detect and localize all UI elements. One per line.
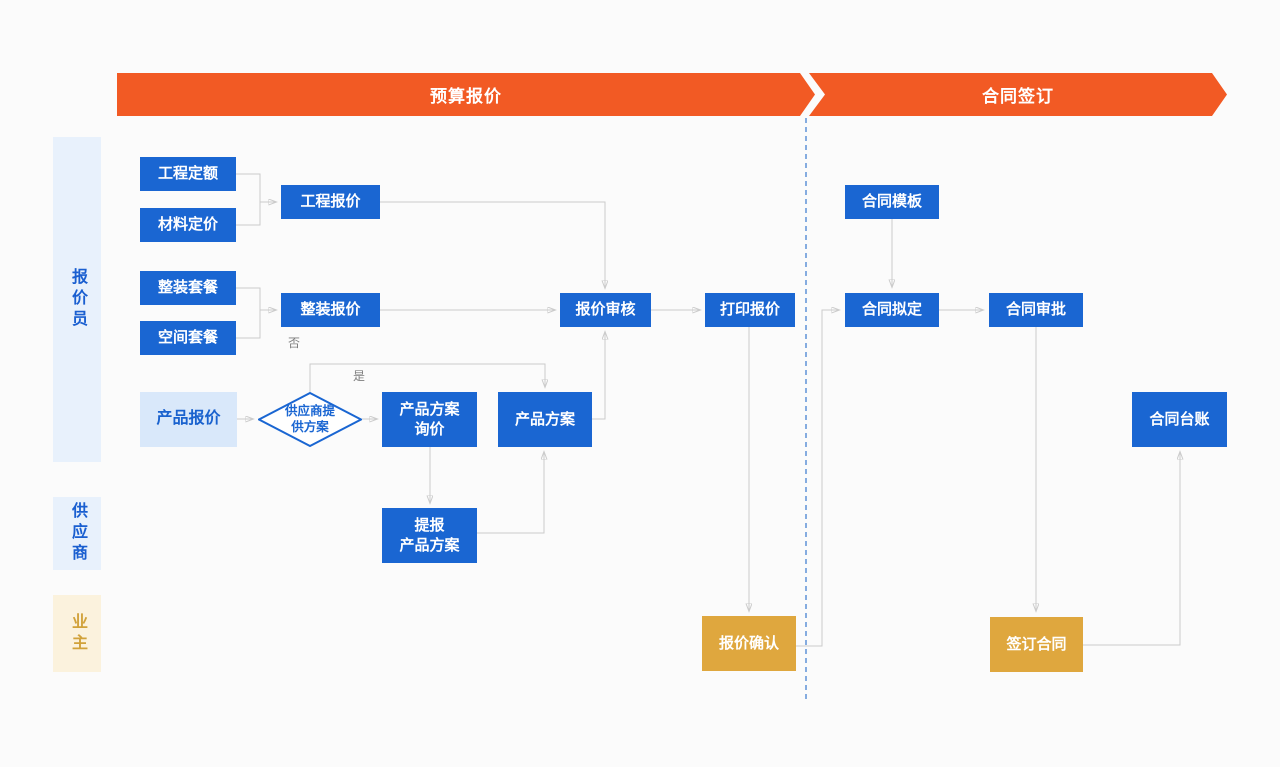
node-sign-contract[interactable]: 签订合同: [990, 617, 1083, 672]
edge-quote-confirm-to-contract-draft: [795, 310, 839, 647]
node-quote-review[interactable]: 报价审核: [560, 293, 651, 327]
node-product-quote[interactable]: 产品报价: [140, 392, 237, 447]
edge-product-plan-to-quote-review: [592, 332, 605, 420]
swimlane-quoter[interactable]: 报价员: [53, 137, 101, 462]
node-project-quota[interactable]: 工程定额: [140, 157, 236, 191]
edge-sign-contract-to-contract-ledger: [1083, 452, 1180, 646]
node-print-quote[interactable]: 打印报价: [705, 293, 795, 327]
node-product-plan-inquiry[interactable]: 产品方案 询价: [382, 392, 477, 447]
swimlane-supplier[interactable]: 供应商: [53, 497, 101, 570]
node-full-package[interactable]: 整装套餐: [140, 271, 236, 305]
node-space-package[interactable]: 空间套餐: [140, 321, 236, 355]
decision-label: 供应商提 供方案: [284, 403, 335, 434]
swimlane-owner[interactable]: 业主: [53, 595, 101, 672]
edge-full-package-to-full-package-quote: [236, 287, 276, 310]
node-material-pricing[interactable]: 材料定价: [140, 208, 236, 242]
phase-divider-dashed-line: [805, 118, 807, 700]
edge-project-quota-to-project-quote: [236, 173, 276, 202]
decision-supplier-provides-plan[interactable]: 供应商提 供方案: [258, 392, 362, 447]
edge-project-quote-to-quote-review: [380, 201, 605, 288]
branch-label-no: 否: [288, 336, 301, 350]
phase-banner-contract-sign[interactable]: 合同签订: [809, 73, 1227, 116]
diamond-shape-icon: [258, 392, 362, 447]
node-project-quote[interactable]: 工程报价: [281, 185, 380, 219]
edge-submit-plan-to-product-plan: [477, 452, 544, 534]
node-submit-product-plan[interactable]: 提报 产品方案: [382, 508, 477, 563]
phase-banner-budget-quote[interactable]: 预算报价: [117, 73, 815, 116]
node-product-plan[interactable]: 产品方案: [498, 392, 592, 447]
branch-label-yes: 是: [353, 369, 366, 383]
node-contract-draft[interactable]: 合同拟定: [845, 293, 939, 327]
node-quote-confirm[interactable]: 报价确认: [702, 616, 796, 671]
node-contract-approval[interactable]: 合同审批: [989, 293, 1083, 327]
edge-space-package-merge: [236, 310, 261, 339]
node-full-package-quote[interactable]: 整装报价: [281, 293, 380, 327]
edge-material-pricing-merge: [236, 202, 261, 226]
node-contract-template[interactable]: 合同模板: [845, 185, 939, 219]
edge-decision-yes-to-product-plan: [309, 363, 545, 392]
node-contract-ledger[interactable]: 合同台账: [1132, 392, 1227, 447]
